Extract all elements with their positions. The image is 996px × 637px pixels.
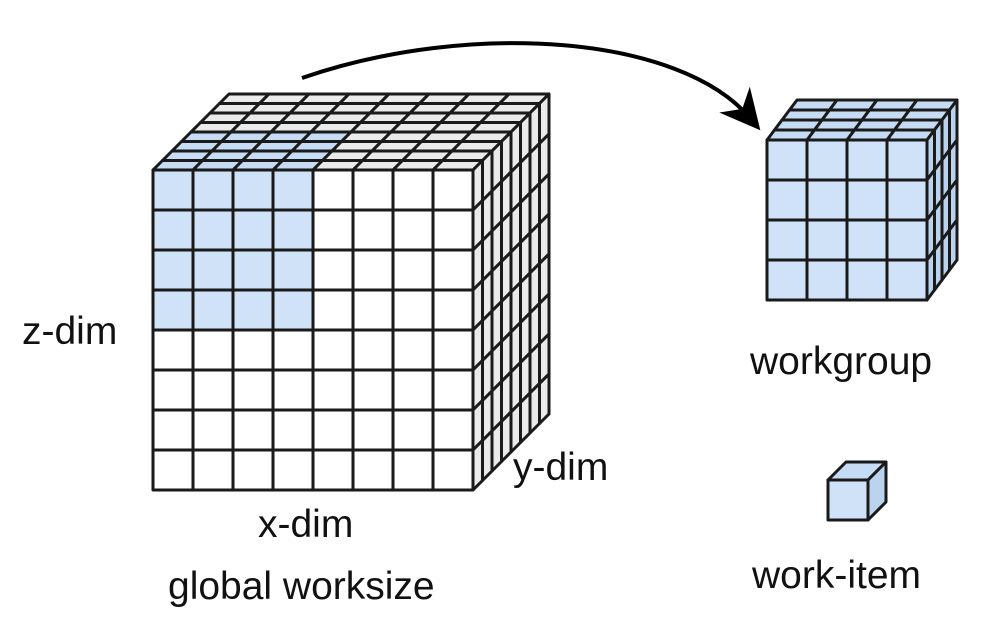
front-face-cell xyxy=(391,208,435,252)
front-face-cell xyxy=(231,328,275,372)
front-face-cell xyxy=(431,208,475,252)
front-face-cell xyxy=(151,408,195,452)
front-face-cell xyxy=(151,288,195,332)
front-face-cell xyxy=(391,368,435,412)
front-face-cell xyxy=(191,208,235,252)
front-face-cell xyxy=(191,168,235,212)
z-dim-label: z-dim xyxy=(22,310,118,353)
front-face-cell xyxy=(311,208,355,252)
y-dim-label: y-dim xyxy=(513,446,609,489)
front-face-cell xyxy=(351,408,395,452)
front-face-cell xyxy=(311,248,355,292)
front-face-cell xyxy=(885,218,929,262)
front-face-cell xyxy=(311,288,355,332)
front-face-cell xyxy=(271,288,315,332)
front-face-cell xyxy=(271,368,315,412)
front-face-cell xyxy=(845,178,889,222)
front-face-cell xyxy=(191,368,235,412)
front-face-cell xyxy=(351,168,395,212)
front-face-cell xyxy=(351,328,395,372)
front-face-cell xyxy=(431,248,475,292)
front-face-cell xyxy=(431,368,475,412)
front-face-cell xyxy=(151,248,195,292)
front-face-cell xyxy=(191,408,235,452)
front-face-cell xyxy=(431,168,475,212)
front-face-cell xyxy=(271,208,315,252)
global-worksize-label: global worksize xyxy=(168,565,435,608)
front-face-cell xyxy=(351,248,395,292)
front-face-cell xyxy=(271,328,315,372)
global-worksize-cube xyxy=(151,92,551,492)
front-face-cell xyxy=(351,288,395,332)
front-face-cell xyxy=(826,478,870,522)
front-face-cell xyxy=(391,288,435,332)
front-face-cell xyxy=(391,248,435,292)
work-item-label: work-item xyxy=(752,554,922,597)
front-face-cell xyxy=(805,218,849,262)
front-face-cell xyxy=(191,248,235,292)
front-face-cell xyxy=(765,218,809,262)
front-face-cell xyxy=(311,408,355,452)
front-face-cell xyxy=(151,328,195,372)
front-face-cell xyxy=(191,448,235,492)
front-face-cell xyxy=(151,448,195,492)
mapping-arrow xyxy=(301,41,761,131)
front-face-cell xyxy=(271,168,315,212)
front-face-cell xyxy=(311,368,355,412)
front-face-cell xyxy=(885,258,929,302)
front-face-cell xyxy=(151,368,195,412)
x-dim-label: x-dim xyxy=(258,503,354,546)
front-face-cell xyxy=(805,178,849,222)
front-face-cell xyxy=(351,448,395,492)
work-item-cube xyxy=(826,460,888,522)
front-face-cell xyxy=(231,368,275,412)
front-face-cell xyxy=(805,138,849,182)
front-face-cell xyxy=(391,408,435,452)
front-face-cell xyxy=(191,328,235,372)
workgroup-cube xyxy=(765,98,959,302)
front-face-cell xyxy=(805,258,849,302)
front-face-cell xyxy=(231,248,275,292)
front-face-cell xyxy=(885,138,929,182)
front-face-cell xyxy=(231,408,275,452)
front-face-cell xyxy=(271,408,315,452)
front-face-cell xyxy=(351,368,395,412)
front-face-cell xyxy=(765,258,809,302)
front-face-cell xyxy=(311,448,355,492)
front-face-cell xyxy=(311,168,355,212)
front-face-cell xyxy=(391,328,435,372)
front-face-cell xyxy=(311,328,355,372)
front-face-cell xyxy=(231,288,275,332)
front-face-cell xyxy=(231,208,275,252)
front-face-cell xyxy=(845,218,889,262)
front-face-cell xyxy=(765,178,809,222)
front-face-cell xyxy=(231,448,275,492)
front-face-cell xyxy=(431,288,475,332)
front-face-cell xyxy=(391,448,435,492)
workgroup-label: workgroup xyxy=(750,340,933,383)
front-face-cell xyxy=(885,178,929,222)
front-face-cell xyxy=(231,168,275,212)
front-face-cell xyxy=(391,168,435,212)
front-face-cell xyxy=(271,248,315,292)
front-face-cell xyxy=(191,288,235,332)
front-face-cell xyxy=(431,408,475,452)
front-face-cell xyxy=(431,448,475,492)
front-face-cell xyxy=(765,138,809,182)
front-face-cell xyxy=(351,208,395,252)
front-face-cell xyxy=(271,448,315,492)
front-face-cell xyxy=(151,208,195,252)
front-face-cell xyxy=(431,328,475,372)
front-face-cell xyxy=(845,258,889,302)
front-face-cell xyxy=(845,138,889,182)
front-face-cell xyxy=(151,168,195,212)
